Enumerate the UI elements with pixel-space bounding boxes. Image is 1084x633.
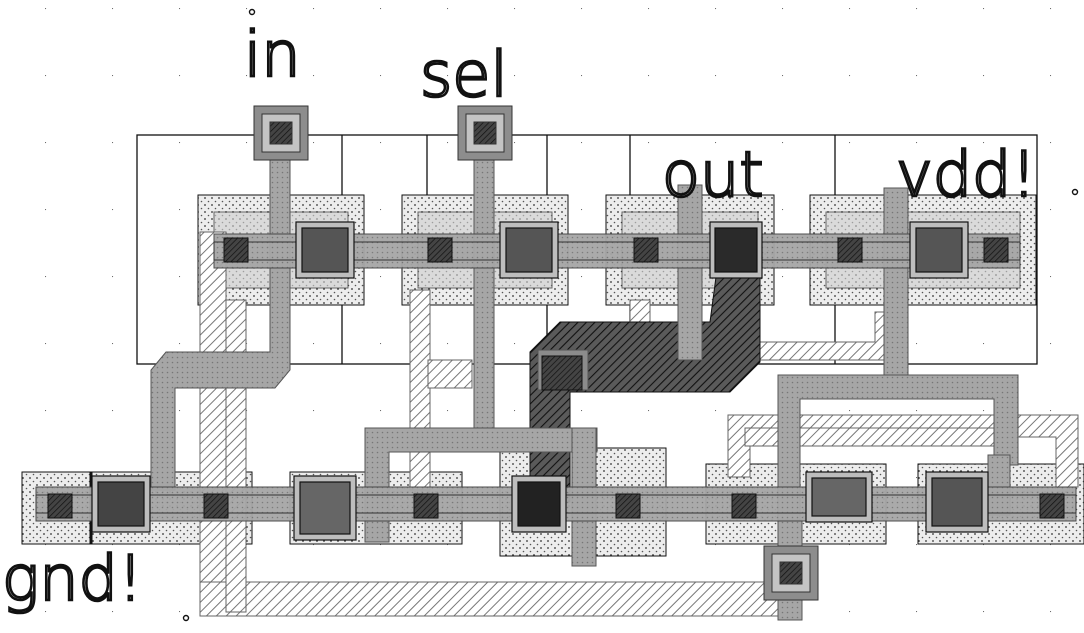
vias xyxy=(91,221,989,541)
pin-label-gnd: gnd! xyxy=(2,542,143,615)
pin-pad-in[interactable] xyxy=(253,105,309,161)
pin-pad-bottom[interactable] xyxy=(763,545,819,601)
pin-label-out: out xyxy=(662,138,764,211)
pin-label-in: in xyxy=(244,18,301,91)
label-origin-markers xyxy=(182,8,1079,622)
pin-label-vdd: vdd! xyxy=(896,138,1036,211)
pin-pad-sel[interactable] xyxy=(457,105,513,161)
out-net-via xyxy=(541,355,583,391)
pin-label-sel: sel xyxy=(420,38,508,111)
contacts xyxy=(47,237,1065,519)
